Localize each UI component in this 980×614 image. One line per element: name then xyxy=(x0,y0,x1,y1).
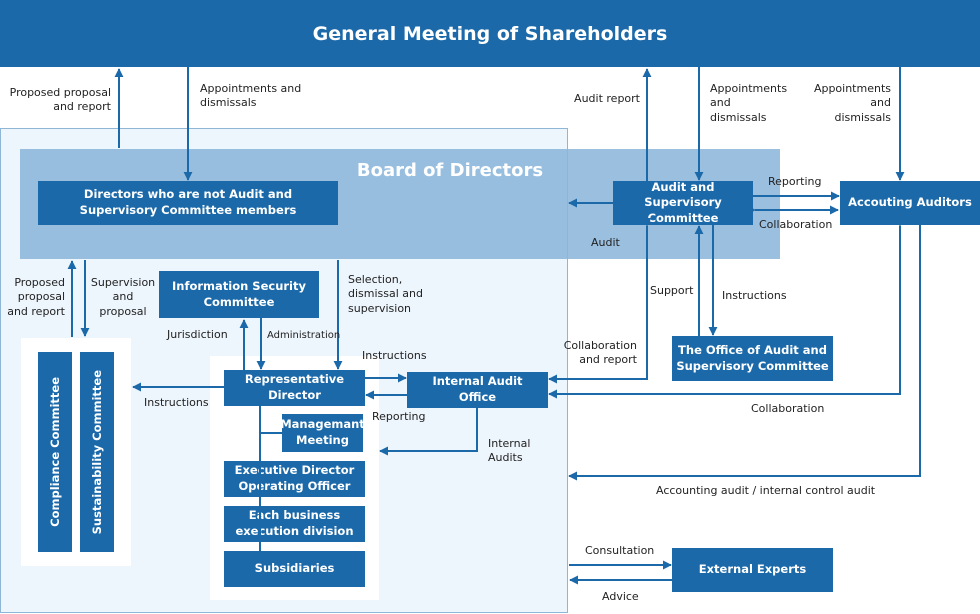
accounting-auditors-box[interactable]: Accouting Auditors xyxy=(840,181,980,225)
representative-director-box[interactable]: Representative Director xyxy=(224,370,365,406)
label-audit: Audit xyxy=(591,236,620,249)
label-jurisdiction: Jurisdiction xyxy=(167,328,228,341)
header-title: General Meeting of Shareholders xyxy=(312,22,668,45)
label-proposed-proposal-left: Proposed proposal and report xyxy=(7,276,65,318)
label-collaboration-top: Collaboration xyxy=(759,218,833,231)
external-experts-box[interactable]: External Experts xyxy=(672,548,833,592)
label-collaboration-bottom: Collaboration xyxy=(751,402,825,415)
line-internal-audits xyxy=(379,408,478,456)
label-collaboration-report: Collaboration and report xyxy=(563,339,637,367)
label-appointments-1: Appointments and dismissals xyxy=(200,82,302,110)
label-support: Support xyxy=(650,284,694,297)
subsidiaries-box[interactable]: Subsidiaries xyxy=(224,551,365,587)
line-collaboration-bottom xyxy=(548,217,905,399)
label-administration: Administration xyxy=(267,330,341,341)
label-selection-dismissal: Selection, dismissal and supervision xyxy=(348,273,423,315)
board-title: Board of Directors xyxy=(356,160,544,181)
label-instructions-internal: Instructions xyxy=(362,349,427,362)
label-accounting-audit: Accounting audit / internal control audi… xyxy=(656,484,876,497)
label-reporting-internal: Reporting xyxy=(372,410,426,423)
directors-not-audit-box[interactable]: Directors who are not Audit and Supervis… xyxy=(38,181,338,225)
management-meeting-box[interactable]: Managemant Meeting xyxy=(280,414,365,452)
label-appointments-3: Appointments and dismissals xyxy=(813,82,891,124)
general-meeting-header: General Meeting of Shareholders xyxy=(0,0,980,67)
label-audit-report: Audit report xyxy=(574,92,640,105)
business-division-box[interactable]: Each business execution division xyxy=(224,506,365,542)
label-reporting-top: Reporting xyxy=(768,175,822,188)
sustainability-committee-box[interactable]: Sustainability Committee xyxy=(80,352,114,552)
label-instructions-committees: Instructions xyxy=(144,396,209,409)
information-security-committee-box[interactable]: Information Security Committee xyxy=(159,271,319,318)
executive-director-box[interactable]: Executive Director Operating Officer xyxy=(224,461,365,497)
label-consultation: Consultation xyxy=(585,544,655,557)
label-advice: Advice xyxy=(602,590,639,603)
label-internal-audits: Internal Audits xyxy=(488,437,531,465)
label-instructions-office: Instructions xyxy=(722,289,787,302)
internal-audit-office-box[interactable]: Internal Audit Office xyxy=(407,372,548,408)
label-proposed-proposal-top: Proposed proposal and report xyxy=(9,86,111,114)
label-appointments-2: Appointments and dismissals xyxy=(710,82,788,124)
compliance-committee-box[interactable]: Compliance Committee xyxy=(38,352,72,552)
label-supervision-proposal: Supervision and proposal xyxy=(90,276,156,318)
line-accounting-audit xyxy=(568,225,921,481)
